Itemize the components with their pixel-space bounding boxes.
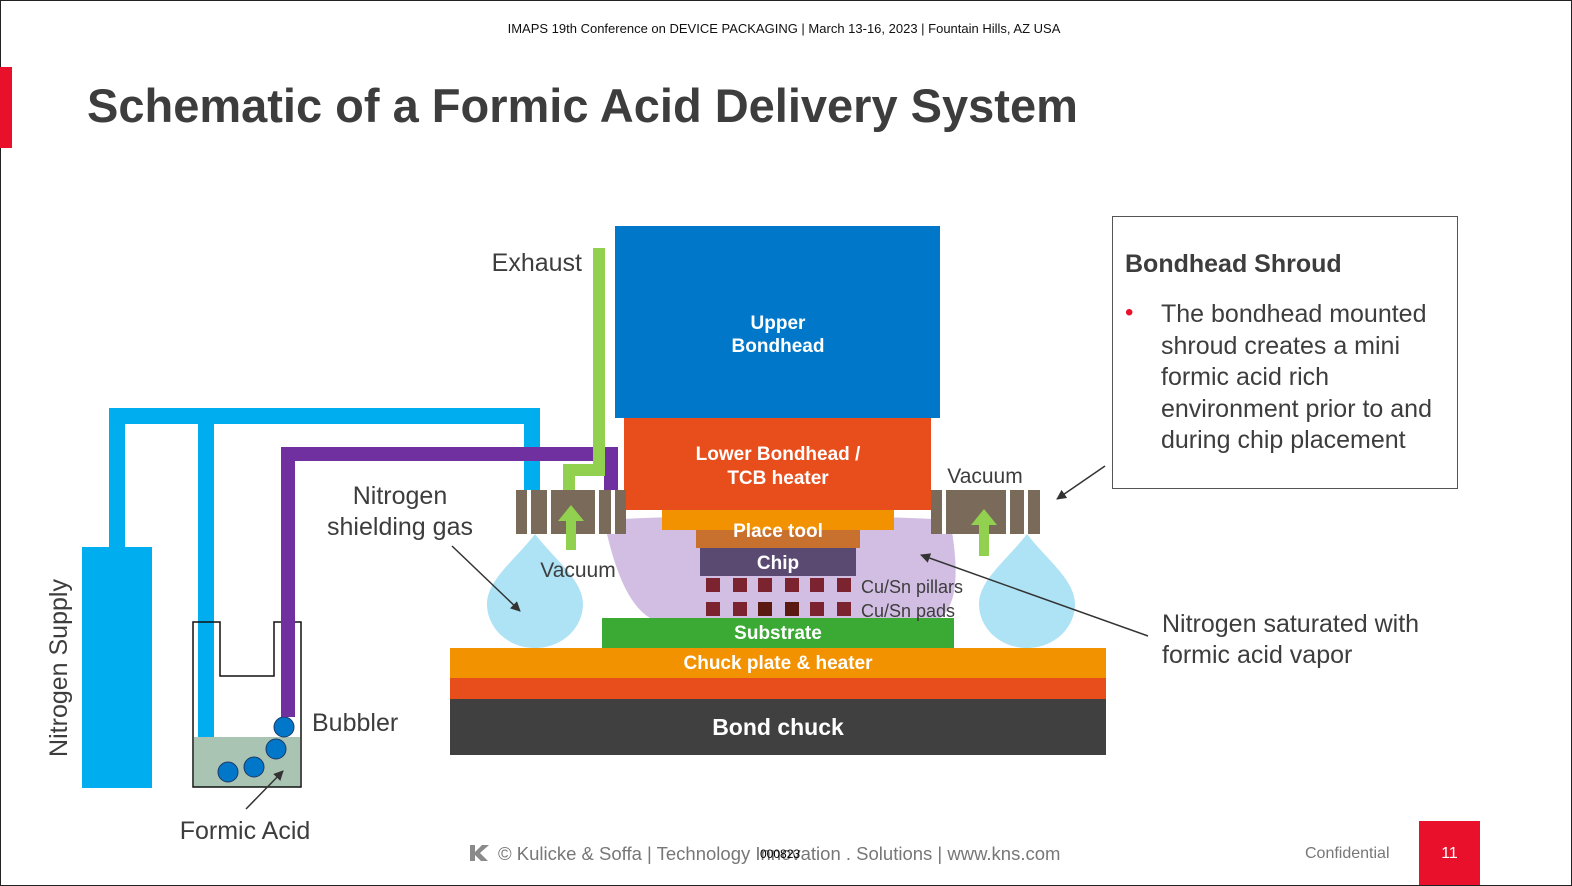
chip (700, 548, 856, 576)
place-tool (662, 510, 894, 530)
cu-sn-pillars (706, 578, 851, 592)
nitrogen-shield-label-1: Nitrogen (353, 482, 448, 510)
arrow-shroud-callout (1056, 465, 1106, 500)
chuck-plate (450, 648, 1106, 678)
bubble (273, 716, 295, 738)
upper-bondhead (615, 226, 940, 418)
bondhead-shroud-callout: Bondhead Shroud • The bondhead mounted s… (1112, 216, 1458, 489)
bond-chuck-label: Bond chuck (712, 714, 844, 740)
title-accent-bar (0, 67, 12, 148)
lower-bondhead (624, 418, 931, 510)
footer-copyright: © Kulicke & Soffa | Technology Innovatio… (498, 843, 1061, 864)
bubble (265, 738, 287, 760)
shroud-right (931, 490, 1040, 556)
substrate-label: Substrate (734, 623, 822, 644)
upper-bondhead-label-2: Bondhead (732, 336, 825, 357)
bond-chuck (450, 699, 1106, 755)
bullet-icon: • (1125, 299, 1134, 326)
lower-bondhead-label-2: TCB heater (727, 468, 829, 489)
page-number: 11 (1441, 845, 1458, 862)
arrow-saturated-vapor (920, 553, 1149, 637)
formic-acid-label: Formic Acid (180, 817, 311, 845)
saturated-vapor-label-1: Nitrogen saturated with (1162, 610, 1419, 638)
saturated-vapor-label-2: formic acid vapor (1162, 641, 1352, 669)
upper-bondhead-label-1: Upper (751, 313, 807, 334)
chip-label: Chip (757, 553, 799, 574)
arrow-nitrogen-shield (451, 545, 521, 612)
kns-logo-icon (470, 845, 489, 861)
nitrogen-shield-label-2: shielding gas (327, 513, 473, 541)
conference-header: IMAPS 19th Conference on DEVICE PACKAGIN… (507, 21, 1061, 36)
vacuum-left-label: Vacuum (540, 559, 615, 582)
callout-body: The bondhead mounted shroud creates a mi… (1161, 300, 1432, 454)
nitrogen-droplet-left (487, 534, 583, 648)
cu-sn-pads (706, 602, 851, 616)
lower-bondhead-label-1: Lower Bondhead / (696, 444, 861, 465)
pads-label: Cu/Sn pads (861, 601, 955, 621)
nitrogen-supply-tank (82, 547, 152, 788)
place-tool-tip (696, 530, 860, 548)
nitrogen-droplet-right (979, 534, 1075, 648)
chuck-heater-layer (450, 678, 1106, 699)
exhaust-line (563, 248, 605, 492)
bubbler-vessel (192, 621, 302, 788)
confidential-label: Confidential (1305, 845, 1390, 862)
slide-id: 000823 (760, 847, 801, 861)
bubble (217, 761, 239, 783)
bubbler-label: Bubbler (312, 709, 398, 737)
bubble (243, 756, 265, 778)
nitrogen-supply-label: Nitrogen Supply (45, 579, 73, 757)
page-number-badge: 11 (1419, 821, 1480, 885)
vacuum-right-label: Vacuum (947, 465, 1022, 488)
callout-title: Bondhead Shroud (1125, 250, 1342, 278)
place-tool-label: Place tool (733, 521, 823, 542)
chuck-plate-label: Chuck plate & heater (684, 653, 874, 674)
substrate (602, 618, 954, 648)
arrow-formic-acid (245, 770, 284, 810)
exhaust-label: Exhaust (492, 249, 582, 277)
pillars-label: Cu/Sn pillars (861, 577, 963, 597)
formic-acid-line (281, 447, 618, 717)
slide-title: Schematic of a Formic Acid Delivery Syst… (87, 79, 1078, 132)
shroud-left (516, 490, 626, 550)
